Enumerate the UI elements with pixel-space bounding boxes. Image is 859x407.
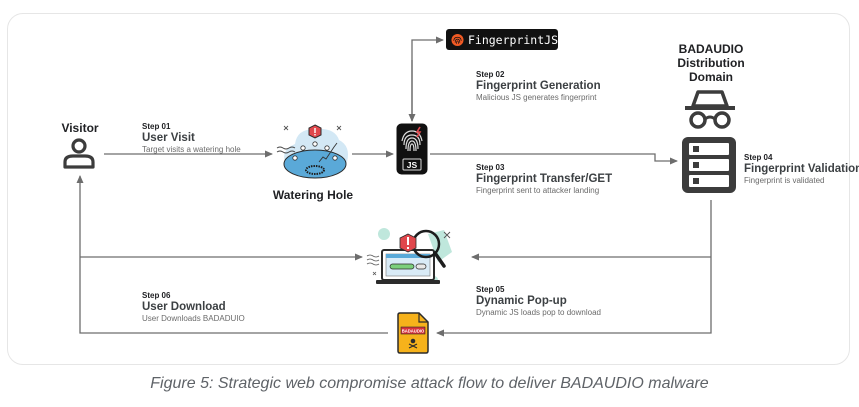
step-06: Step 06 User Download User Downloads BAD… <box>142 291 245 324</box>
file-label: BADAUDIO <box>402 329 425 334</box>
fingerprintjs-badge: FingerprintJS <box>446 29 558 50</box>
incognito-icon <box>685 90 735 129</box>
figure-caption: Figure 5: Strategic web compromise attac… <box>150 375 709 392</box>
step-number: Step 05 <box>476 285 505 294</box>
step-title: User Download <box>142 301 226 313</box>
step-number: Step 06 <box>142 291 171 300</box>
step-title: Dynamic Pop-up <box>476 295 567 307</box>
step-title: Fingerprint Validation <box>744 163 859 175</box>
user-icon <box>63 138 95 169</box>
step-03: Step 03 Fingerprint Transfer/GET Fingerp… <box>476 163 612 196</box>
step-description: User Downloads BADADUIO <box>142 314 245 323</box>
js-badge-text: JS <box>407 160 418 170</box>
laptop-popup-warning-icon <box>366 228 452 284</box>
step-01: Step 01 User Visit Target visits a water… <box>142 122 241 155</box>
step-04: Step 04 Fingerprint Validation Fingerpri… <box>744 153 859 186</box>
fingerprintjs-label: FingerprintJS <box>467 32 558 47</box>
line-server-down <box>436 200 712 337</box>
step-05: Step 05 Dynamic Pop-up Dynamic JS loads … <box>476 285 601 318</box>
distribution-domain-label: BADAUDIO Distribution Domain <box>668 42 754 84</box>
malicious-file-icon: BADAUDIO <box>397 312 429 354</box>
step-description: Fingerprint sent to attacker landing <box>476 186 600 195</box>
fingerprint-icon <box>451 33 464 46</box>
label-line: BADAUDIO <box>678 42 744 56</box>
step-number: Step 01 <box>142 122 171 131</box>
step-02: Step 02 Fingerprint Generation Malicious… <box>476 70 601 103</box>
step-title: Fingerprint Generation <box>476 80 601 92</box>
arrow-file-to-visitor <box>76 175 388 334</box>
step-number: Step 04 <box>744 153 773 162</box>
server-icon <box>682 137 736 193</box>
step-title: Fingerprint Transfer/GET <box>476 173 613 185</box>
step-description: Malicious JS generates fingerprint <box>476 93 597 102</box>
step-description: Fingerprint is validated <box>744 176 825 185</box>
step-number: Step 03 <box>476 163 505 172</box>
label-line: Domain <box>688 70 733 84</box>
watering-hole-icon <box>276 124 348 179</box>
step-description: Dynamic JS loads pop to download <box>476 308 601 317</box>
step-number: Step 02 <box>476 70 505 79</box>
visitor-label: Visitor <box>61 121 99 135</box>
step-title: User Visit <box>142 132 195 144</box>
watering-hole-label: Watering Hole <box>272 188 354 202</box>
step-description: Target visits a watering hole <box>142 145 241 154</box>
fingerprint-js-icon: JS <box>396 123 428 175</box>
label-line: Distribution <box>677 56 745 70</box>
arrow-js-to-server <box>430 153 678 165</box>
arrow-js-to-fingerprintjs <box>411 36 444 121</box>
